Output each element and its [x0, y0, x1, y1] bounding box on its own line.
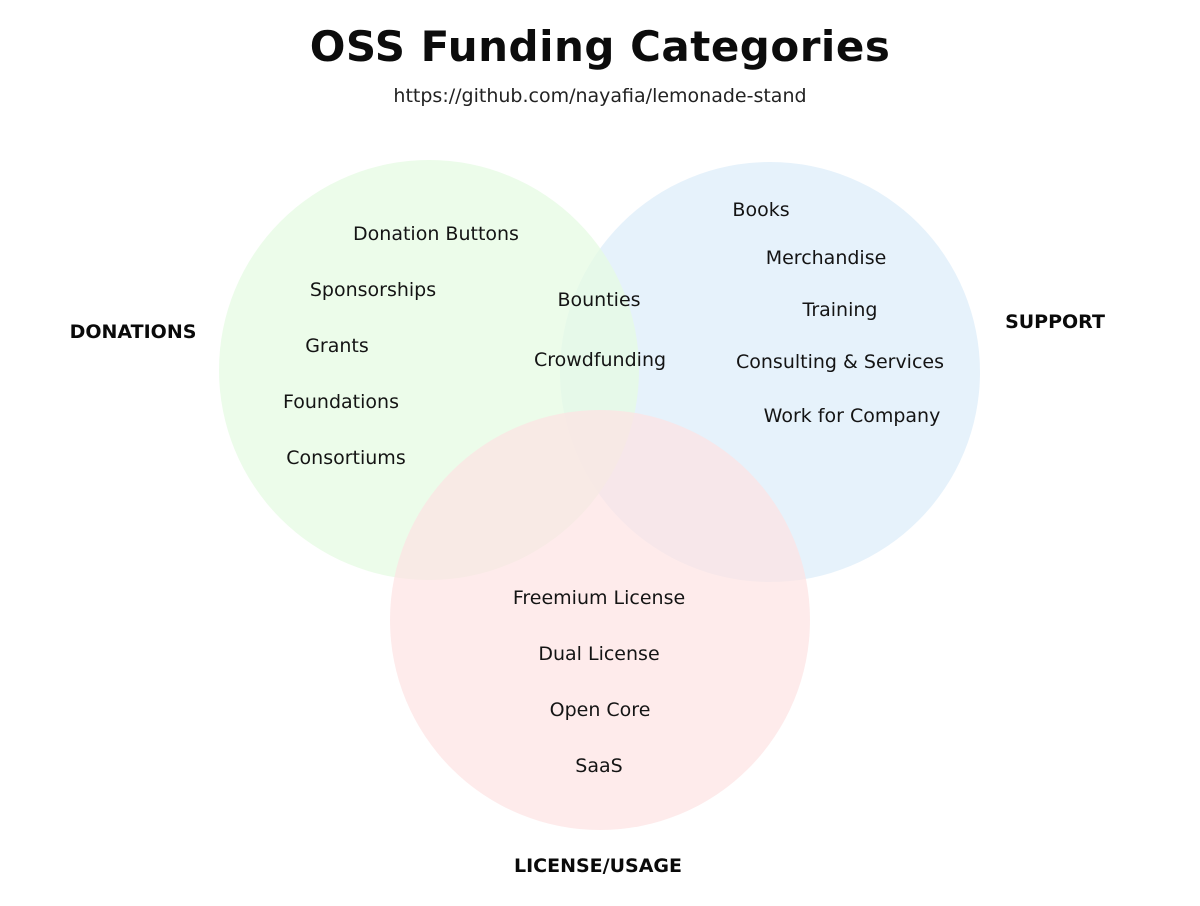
- item-merchandise: Merchandise: [765, 247, 887, 269]
- item-donation-buttons: Donation Buttons: [353, 223, 519, 245]
- category-label-support: SUPPORT: [1005, 311, 1105, 333]
- item-saas: SaaS: [575, 755, 623, 777]
- category-label-donations: DONATIONS: [69, 321, 197, 343]
- item-bounties: Bounties: [557, 289, 641, 311]
- item-freemium-license: Freemium License: [512, 587, 686, 609]
- item-grants: Grants: [305, 335, 369, 357]
- item-foundations: Foundations: [283, 391, 399, 413]
- item-sponsorships: Sponsorships: [309, 279, 437, 301]
- license-circle: [390, 410, 810, 830]
- item-consortiums: Consortiums: [286, 447, 406, 469]
- item-consulting-services: Consulting & Services: [736, 351, 944, 373]
- item-books: Books: [732, 199, 790, 221]
- item-open-core: Open Core: [549, 699, 651, 721]
- item-dual-license: Dual License: [538, 643, 660, 665]
- category-label-license-usage: LICENSE/USAGE: [514, 855, 682, 877]
- item-crowdfunding: Crowdfunding: [533, 349, 667, 371]
- item-training: Training: [802, 299, 878, 321]
- diagram-title: OSS Funding Categories: [309, 22, 891, 71]
- source-url: https://github.com/nayafia/lemonade-stan…: [393, 85, 807, 107]
- item-work-for-company: Work for Company: [763, 405, 941, 427]
